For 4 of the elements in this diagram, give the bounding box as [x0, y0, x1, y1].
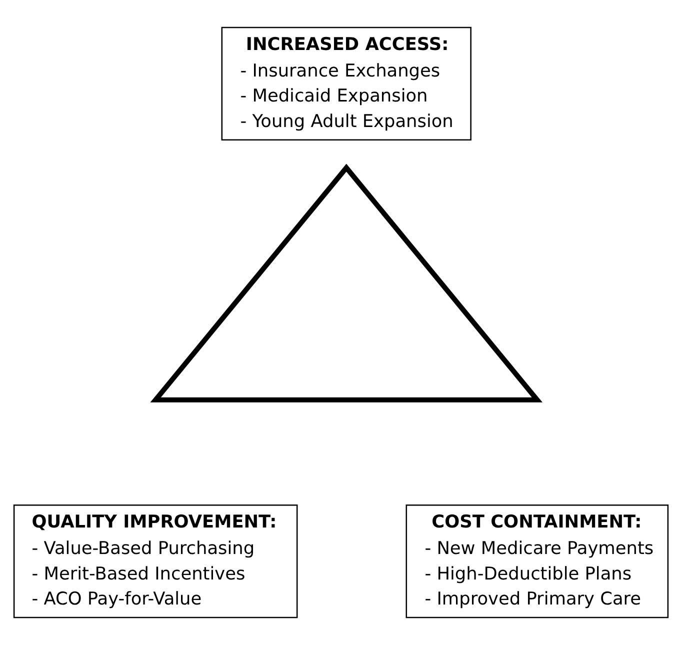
- node-box: COST CONTAINMENT: - New Medicare Payments - High-Deductible Plans - Improved Primary Care: [405, 504, 668, 618]
- node-box: QUALITY IMPROVEMENT: - Value-Based Purchasing - Merit-Based Incentives - ACO Pay-for-Value: [12, 504, 298, 618]
- node-box: INCREASED ACCESS: - Insurance Exchanges - Medicaid Expansion - Young Adult Expansion: [220, 26, 471, 141]
- node-triangle: [150, 164, 542, 402]
